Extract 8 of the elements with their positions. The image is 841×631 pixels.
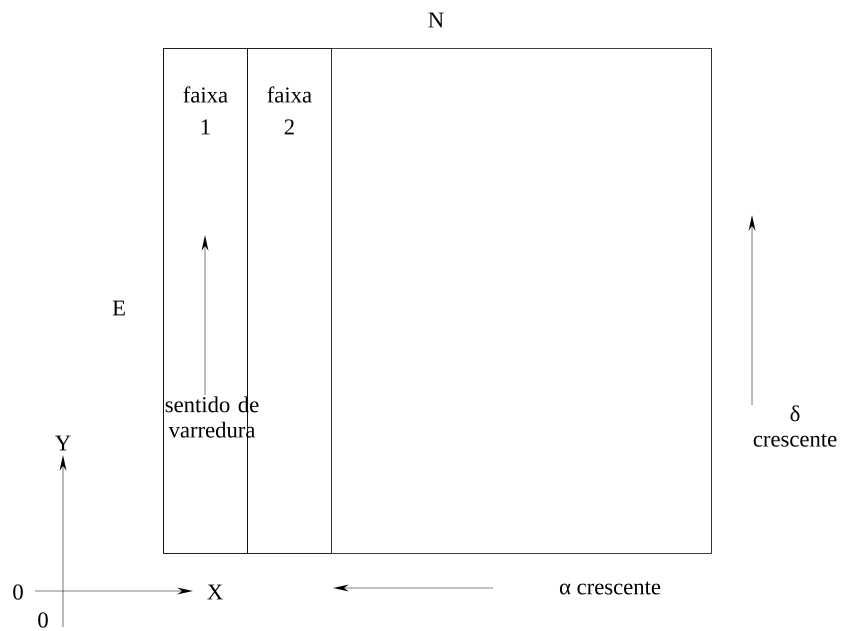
axis-label: 0 [38,612,48,628]
axis-label: 0 [13,584,23,600]
axis-label: Y [55,436,71,450]
compass-label: N [428,12,444,28]
direction-label: α crescente [560,582,660,594]
direction-label: δ crescente [754,405,836,447]
axis-label: X [207,584,223,600]
compass-label: E [112,300,125,316]
